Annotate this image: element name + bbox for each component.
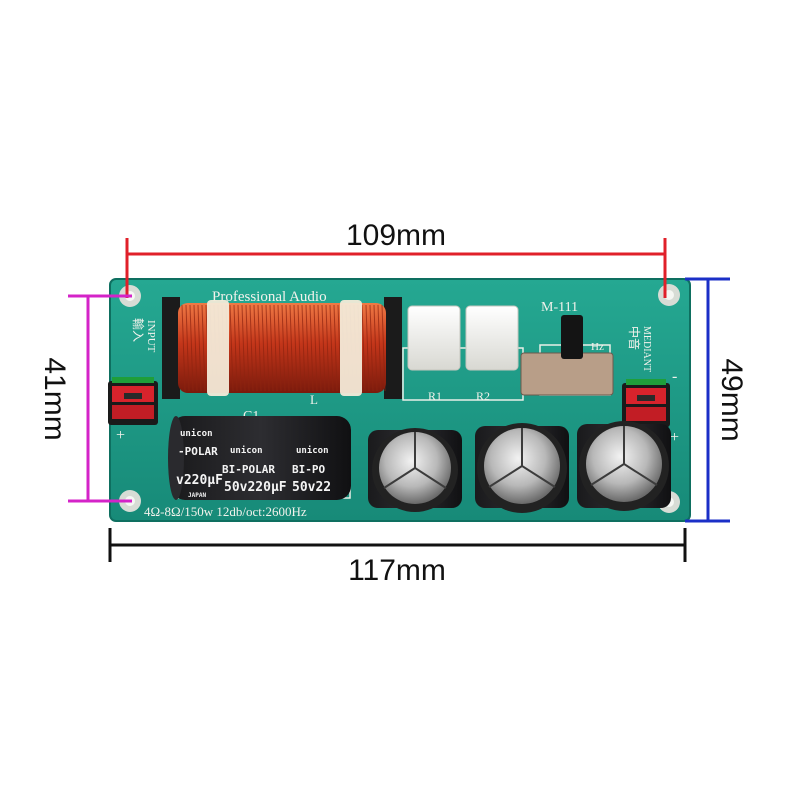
cap-value-b: 50v220µF: [224, 480, 287, 495]
coil-winding: [305, 304, 310, 392]
left-dimension-label: 41mm: [38, 357, 71, 440]
cap-value-a: v220µF: [176, 473, 223, 488]
coil-winding: [365, 304, 370, 392]
mediant-cn-text: 中音: [627, 326, 642, 350]
bottom-dimension-label: 117mm: [348, 554, 446, 587]
input-terminal: [108, 377, 158, 425]
coil-winding: [233, 304, 238, 392]
cap-brand-b: unicon: [230, 445, 263, 456]
coil-winding: [253, 304, 258, 392]
coil-winding: [285, 304, 290, 392]
coil-winding: [241, 304, 246, 392]
coil-winding: [321, 304, 326, 392]
coil-winding: [297, 304, 302, 392]
inductor-coil: [162, 297, 402, 399]
coil-winding: [325, 304, 330, 392]
coil-winding: [301, 304, 306, 392]
coil-winding: [261, 304, 266, 392]
coil-winding: [185, 304, 190, 392]
coil-winding: [381, 304, 386, 392]
coil-winding: [369, 304, 374, 392]
electrolytic-capacitor-1: [368, 428, 462, 512]
hz-fragment-text: Hz: [591, 341, 604, 353]
left-dimension: 41mm: [38, 294, 132, 503]
right-dimension: 49mm: [685, 277, 748, 523]
coil-winding: [361, 304, 366, 392]
electrolytic-capacitor-3: [577, 421, 671, 511]
coil-winding: [249, 304, 254, 392]
specs-text: 4Ω-8Ω/150w 12db/oct:2600Hz: [144, 504, 307, 519]
coil-ref-text: L: [310, 392, 318, 407]
electrolytic-capacitor-2: [475, 423, 569, 513]
coil-winding: [181, 304, 186, 392]
r2-text: R2: [476, 389, 490, 403]
coil-winding: [289, 304, 294, 392]
coil-winding: [269, 304, 274, 392]
cap-value-c: 50v22: [292, 480, 331, 495]
cap-brand-c: unicon: [296, 445, 329, 456]
coil-winding: [313, 304, 318, 392]
cap-origin-a: JAPAN: [188, 492, 206, 499]
coil-winding: [293, 304, 298, 392]
coil-winding: [329, 304, 334, 392]
cap-brand-a: unicon: [180, 428, 213, 439]
model-text: M-111: [541, 300, 578, 315]
coil-winding: [273, 304, 278, 392]
top-dimension-label: 109mm: [346, 219, 446, 252]
right-dimension-label: 49mm: [715, 358, 748, 441]
selector-switch: [520, 315, 614, 396]
resistor-r2: [465, 305, 519, 371]
coil-winding: [229, 304, 234, 392]
coil-winding: [237, 304, 242, 392]
right-minus-text: -: [672, 368, 677, 385]
input-cn-text: 輸入: [131, 318, 146, 342]
brand-text: Professional Audio: [212, 289, 327, 305]
coil-winding: [193, 304, 198, 392]
coil-winding: [189, 304, 194, 392]
coil-winding: [309, 304, 314, 392]
left-plus-text: +: [116, 427, 125, 444]
coil-winding: [317, 304, 322, 392]
coil-winding: [277, 304, 282, 392]
coil-winding: [257, 304, 262, 392]
coil-winding: [281, 304, 286, 392]
coil-winding: [197, 304, 202, 392]
right-plus-text: +: [670, 429, 679, 446]
coil-winding: [201, 304, 206, 392]
r1-text: R1: [428, 389, 442, 403]
input-en-text: INPUT: [145, 320, 157, 353]
output-terminal: [622, 379, 670, 427]
bottom-dimension: 117mm: [108, 528, 687, 587]
top-dimension: 109mm: [125, 219, 667, 298]
coil-winding: [377, 304, 382, 392]
cap-type-b: BI-POLAR: [222, 463, 275, 476]
cap-type-a: -POLAR: [178, 445, 218, 458]
resistor-r1: [407, 305, 461, 371]
coil-winding: [265, 304, 270, 392]
bipolar-capacitor: -POLAR BI-POLAR BI-PO v220µF 50v220µF 50…: [168, 416, 351, 500]
coil-winding: [333, 304, 338, 392]
cap-type-c: BI-PO: [292, 463, 325, 476]
mediant-en-text: MEDIANT: [641, 326, 652, 372]
coil-winding: [245, 304, 250, 392]
coil-winding: [373, 304, 378, 392]
